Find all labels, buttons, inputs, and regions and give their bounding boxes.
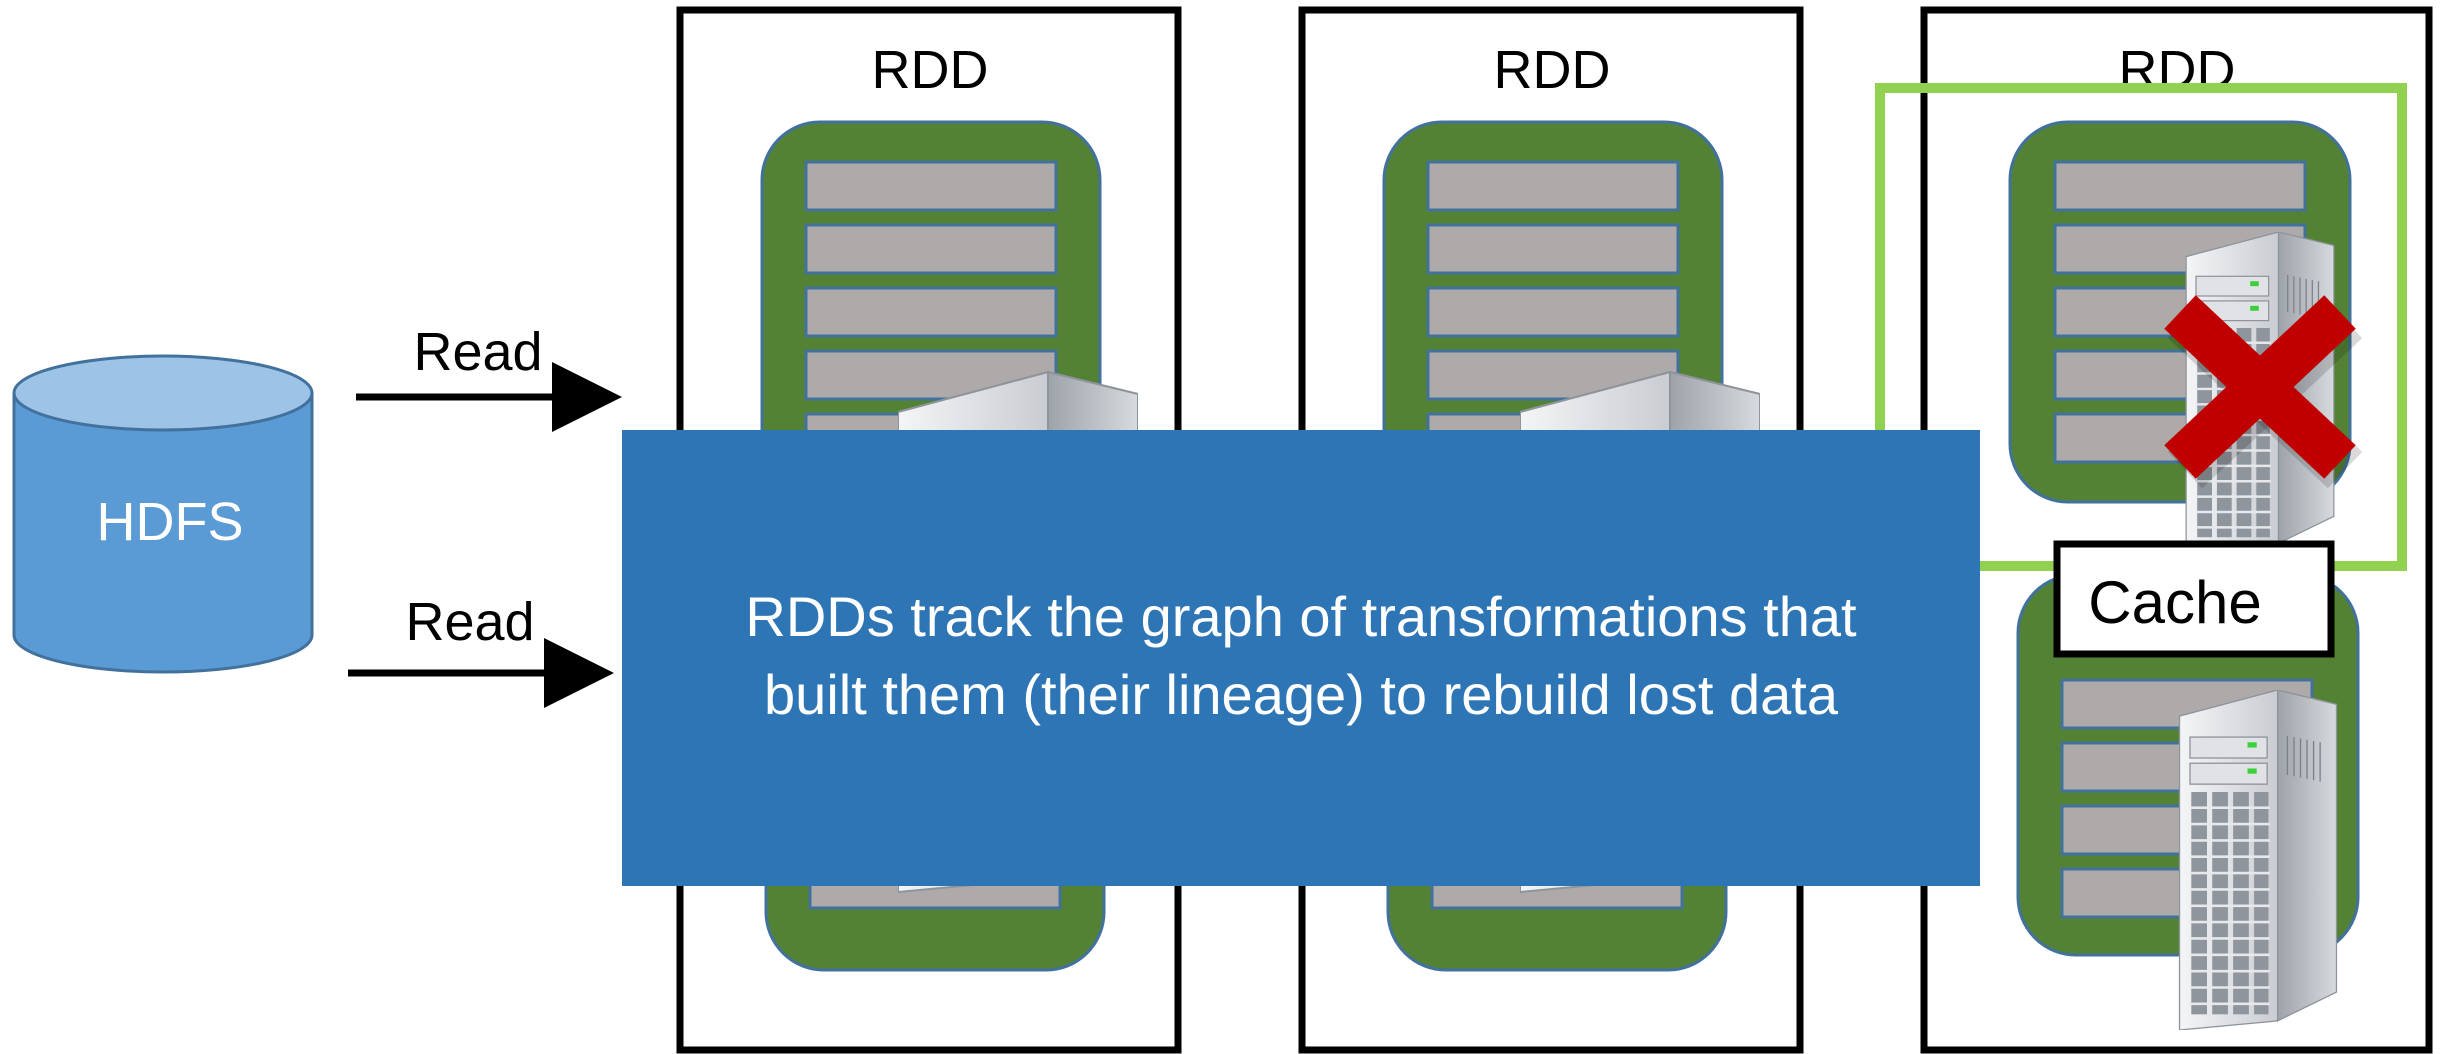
read-label-top: Read <box>413 322 542 382</box>
partition-label: RDD <box>872 40 989 100</box>
lineage-callout: RDDs track the graph of transformations … <box>622 430 1980 886</box>
hdfs-label: HDFS <box>97 492 244 552</box>
cache-label-box: Cache <box>2053 540 2335 658</box>
read-label-bottom: Read <box>405 592 534 652</box>
rdd-partition-3: RDD Cache <box>1875 6 2433 1054</box>
partition-label: RDD <box>1494 40 1611 100</box>
database-icon <box>12 354 314 674</box>
callout-line-2: built them (their lineage) to rebuild lo… <box>764 663 1839 726</box>
cache-label: Cache <box>2088 569 2261 636</box>
x-mark-icon <box>2164 295 2363 489</box>
read-arrow-bottom: Read <box>348 592 614 708</box>
hdfs-database: HDFS <box>12 354 314 674</box>
read-arrow-top: Read <box>356 322 622 432</box>
server-icon <box>2177 690 2339 1030</box>
callout-line-1: RDDs track the graph of transformations … <box>745 585 1857 648</box>
